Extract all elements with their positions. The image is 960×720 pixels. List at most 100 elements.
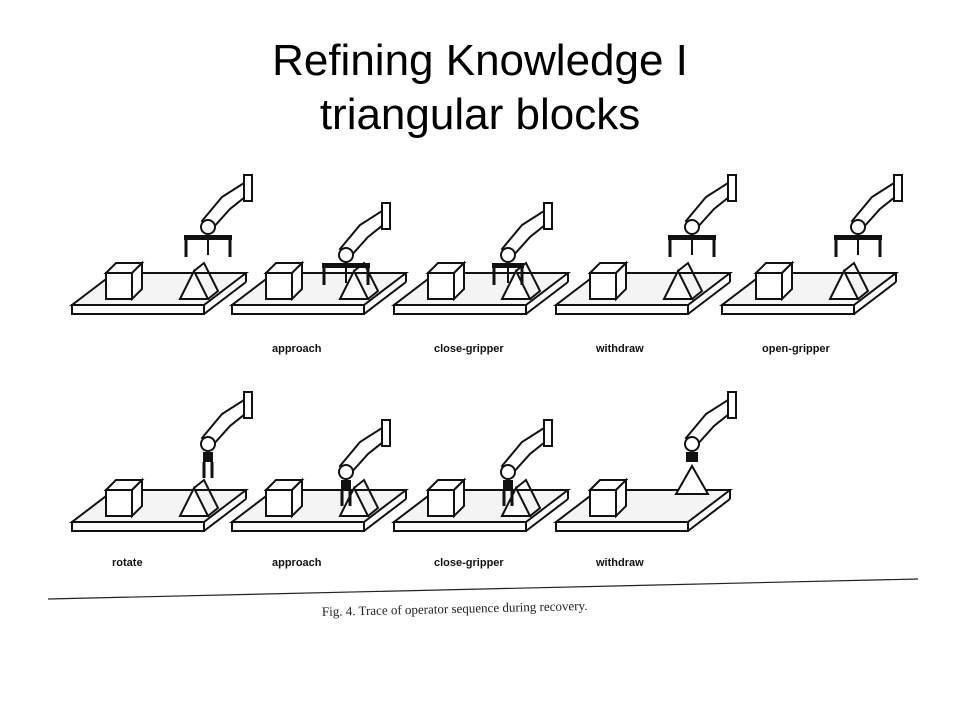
robot-arm-mount bbox=[543, 202, 553, 230]
triangular-prism bbox=[178, 268, 210, 300]
table-top bbox=[69, 489, 249, 523]
table-front bbox=[393, 304, 527, 315]
robot-arm-mount bbox=[381, 419, 391, 447]
table-top bbox=[553, 272, 733, 306]
cube-block bbox=[105, 272, 133, 300]
slide-title: Refining Knowledge I triangular blocks bbox=[0, 34, 960, 142]
robot-arm-mount bbox=[893, 174, 903, 202]
cube-block bbox=[265, 489, 293, 517]
panel-2-3: close-gripper bbox=[391, 419, 571, 569]
table-side bbox=[525, 498, 569, 532]
table-front bbox=[231, 304, 365, 315]
panel-label: open-gripper bbox=[762, 343, 831, 355]
triangular-prism-depth bbox=[843, 261, 870, 300]
table-front bbox=[393, 521, 527, 532]
cube-block-side bbox=[453, 260, 465, 302]
table-top bbox=[719, 272, 899, 306]
panel-1-1 bbox=[69, 174, 253, 315]
panel-label: withdraw bbox=[595, 557, 644, 569]
robot-wrist bbox=[500, 464, 516, 480]
gripper-body bbox=[341, 480, 351, 490]
robot-wrist bbox=[684, 436, 700, 452]
slide-title-line-1: Refining Knowledge I bbox=[272, 36, 688, 85]
figure-caption: Fig. 4. Trace of operator sequence durin… bbox=[322, 598, 588, 619]
table-front bbox=[231, 521, 365, 532]
cube-block bbox=[755, 272, 783, 300]
triangular-prism bbox=[178, 485, 210, 517]
table-top bbox=[391, 489, 571, 523]
table-side bbox=[853, 281, 897, 315]
robot-wrist bbox=[200, 436, 216, 452]
table-side bbox=[363, 281, 407, 315]
gripper-bar bbox=[322, 263, 370, 268]
gripper-body bbox=[686, 452, 698, 462]
cube-block-side bbox=[131, 477, 143, 519]
panel-label: close-gripper bbox=[434, 343, 504, 355]
panel-2-1: rotate bbox=[69, 391, 253, 569]
robot-wrist bbox=[338, 247, 354, 263]
table-top bbox=[391, 272, 571, 306]
table-side bbox=[687, 281, 731, 315]
cube-block-side bbox=[781, 260, 793, 302]
panel-1-3: close-gripper bbox=[391, 202, 571, 355]
gripper-bar bbox=[492, 263, 524, 268]
triangular-prism-depth bbox=[193, 478, 220, 517]
gripper-body bbox=[503, 480, 513, 490]
triangular-prism-depth bbox=[193, 261, 220, 300]
robot-wrist bbox=[200, 219, 216, 235]
triangular-prism-depth bbox=[353, 478, 380, 517]
cube-block-side bbox=[453, 477, 465, 519]
table-top bbox=[229, 272, 409, 306]
robot-wrist bbox=[684, 219, 700, 235]
robot-wrist bbox=[850, 219, 866, 235]
robot-arm-mount bbox=[243, 391, 253, 419]
cube-block bbox=[105, 489, 133, 517]
robot-arm-mount bbox=[727, 391, 737, 419]
robot-arm-mount bbox=[243, 174, 253, 202]
triangular-prism bbox=[338, 485, 370, 517]
panel-label: withdraw bbox=[595, 343, 644, 355]
cube-block-side bbox=[615, 260, 627, 302]
triangular-prism bbox=[828, 268, 860, 300]
robot-wrist bbox=[338, 464, 354, 480]
panel-1-2: approach bbox=[229, 202, 409, 355]
cube-block-side bbox=[131, 260, 143, 302]
cube-block bbox=[427, 272, 455, 300]
held-prism bbox=[674, 463, 710, 495]
triangular-prism bbox=[500, 485, 532, 517]
figure-panels: approach close-gripper withdraw open-grippe… bbox=[69, 174, 903, 569]
table-side bbox=[687, 498, 731, 532]
panel-2-2: approach bbox=[229, 419, 409, 569]
table-front bbox=[721, 304, 855, 315]
table-side bbox=[363, 498, 407, 532]
gripper-bar bbox=[668, 235, 716, 240]
panel-2-4: withdraw bbox=[553, 391, 737, 569]
cube-block-side bbox=[615, 477, 627, 519]
panel-label: approach bbox=[272, 557, 322, 569]
gripper-body bbox=[203, 452, 213, 462]
table-front bbox=[71, 304, 205, 315]
panel-label: approach bbox=[272, 343, 322, 355]
table-top bbox=[229, 489, 409, 523]
gripper-bar bbox=[184, 235, 232, 240]
table-top bbox=[69, 272, 249, 306]
slide-title-line-2: triangular blocks bbox=[319, 90, 641, 139]
triangular-prism bbox=[338, 268, 370, 300]
triangular-prism-depth bbox=[677, 261, 704, 300]
gripper-bar bbox=[834, 235, 882, 240]
robot-arm-mount bbox=[543, 419, 553, 447]
cube-block bbox=[589, 489, 617, 517]
cube-block-side bbox=[291, 477, 303, 519]
table-side bbox=[203, 281, 247, 315]
cube-block bbox=[427, 489, 455, 517]
robot-arm-mount bbox=[727, 174, 737, 202]
cube-block bbox=[265, 272, 293, 300]
panel-1-5: open-gripper bbox=[719, 174, 903, 355]
panel-label: close-gripper bbox=[434, 557, 504, 569]
robot-wrist bbox=[500, 247, 516, 263]
table-side bbox=[525, 281, 569, 315]
robot-arm-mount bbox=[381, 202, 391, 230]
triangular-prism bbox=[662, 268, 694, 300]
panel-label: rotate bbox=[112, 557, 143, 569]
